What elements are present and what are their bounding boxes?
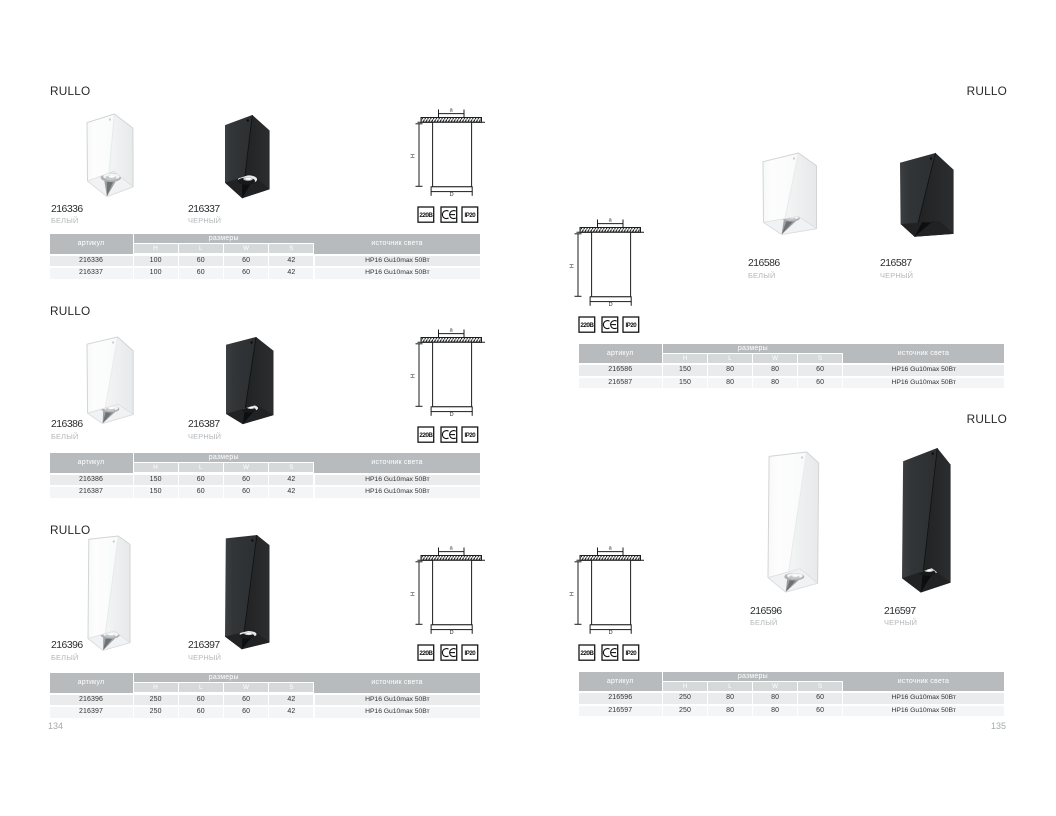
svg-text:220В: 220В [419, 212, 433, 219]
svg-text:H: H [411, 592, 417, 596]
svg-text:a: a [450, 328, 454, 334]
svg-text:D: D [450, 412, 454, 418]
svg-text:D: D [450, 630, 454, 636]
svg-text:IP20: IP20 [626, 322, 638, 329]
svg-text:220В: 220В [580, 650, 594, 657]
svg-text:a: a [609, 545, 613, 551]
svg-text:H: H [411, 374, 417, 378]
svg-text:a: a [450, 545, 454, 551]
svg-text:D: D [609, 302, 613, 308]
svg-text:220В: 220В [419, 650, 433, 657]
svg-text:a: a [609, 218, 613, 224]
svg-text:H: H [570, 592, 576, 596]
svg-text:220В: 220В [419, 432, 433, 439]
svg-text:IP20: IP20 [465, 212, 477, 219]
svg-text:IP20: IP20 [626, 650, 638, 657]
svg-text:D: D [609, 630, 613, 636]
svg-text:a: a [450, 108, 454, 114]
svg-text:H: H [570, 264, 576, 268]
svg-text:D: D [450, 192, 454, 198]
svg-text:220В: 220В [580, 322, 594, 329]
svg-text:IP20: IP20 [465, 649, 477, 656]
svg-text:IP20: IP20 [465, 432, 477, 439]
svg-text:H: H [411, 154, 417, 158]
